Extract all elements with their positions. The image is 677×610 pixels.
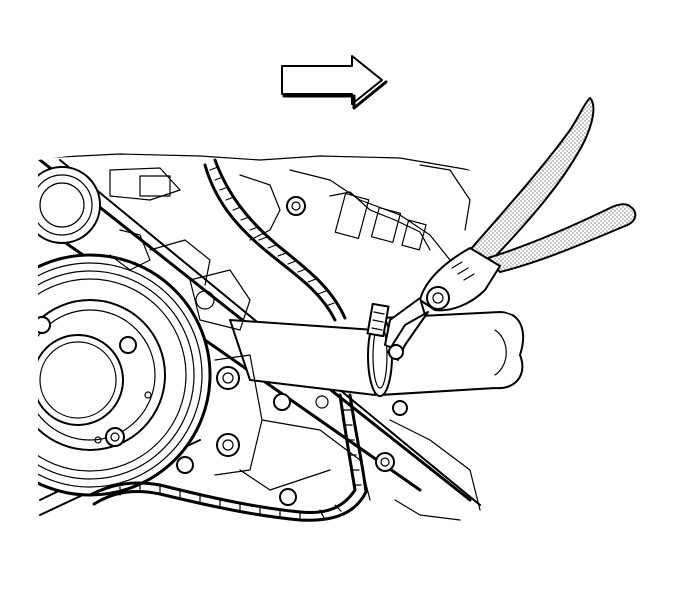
idler-pulley (38, 166, 101, 244)
engine-block (38, 153, 525, 522)
engine-top-detail (39, 153, 471, 261)
wiring-harness-lower (88, 393, 368, 522)
housing-bolts (176, 290, 408, 506)
engine-lower-detail (109, 229, 481, 521)
pliers-tool-icon (366, 97, 637, 361)
direction-arrow-icon (281, 55, 388, 110)
wiring-harness-upper (203, 158, 347, 322)
